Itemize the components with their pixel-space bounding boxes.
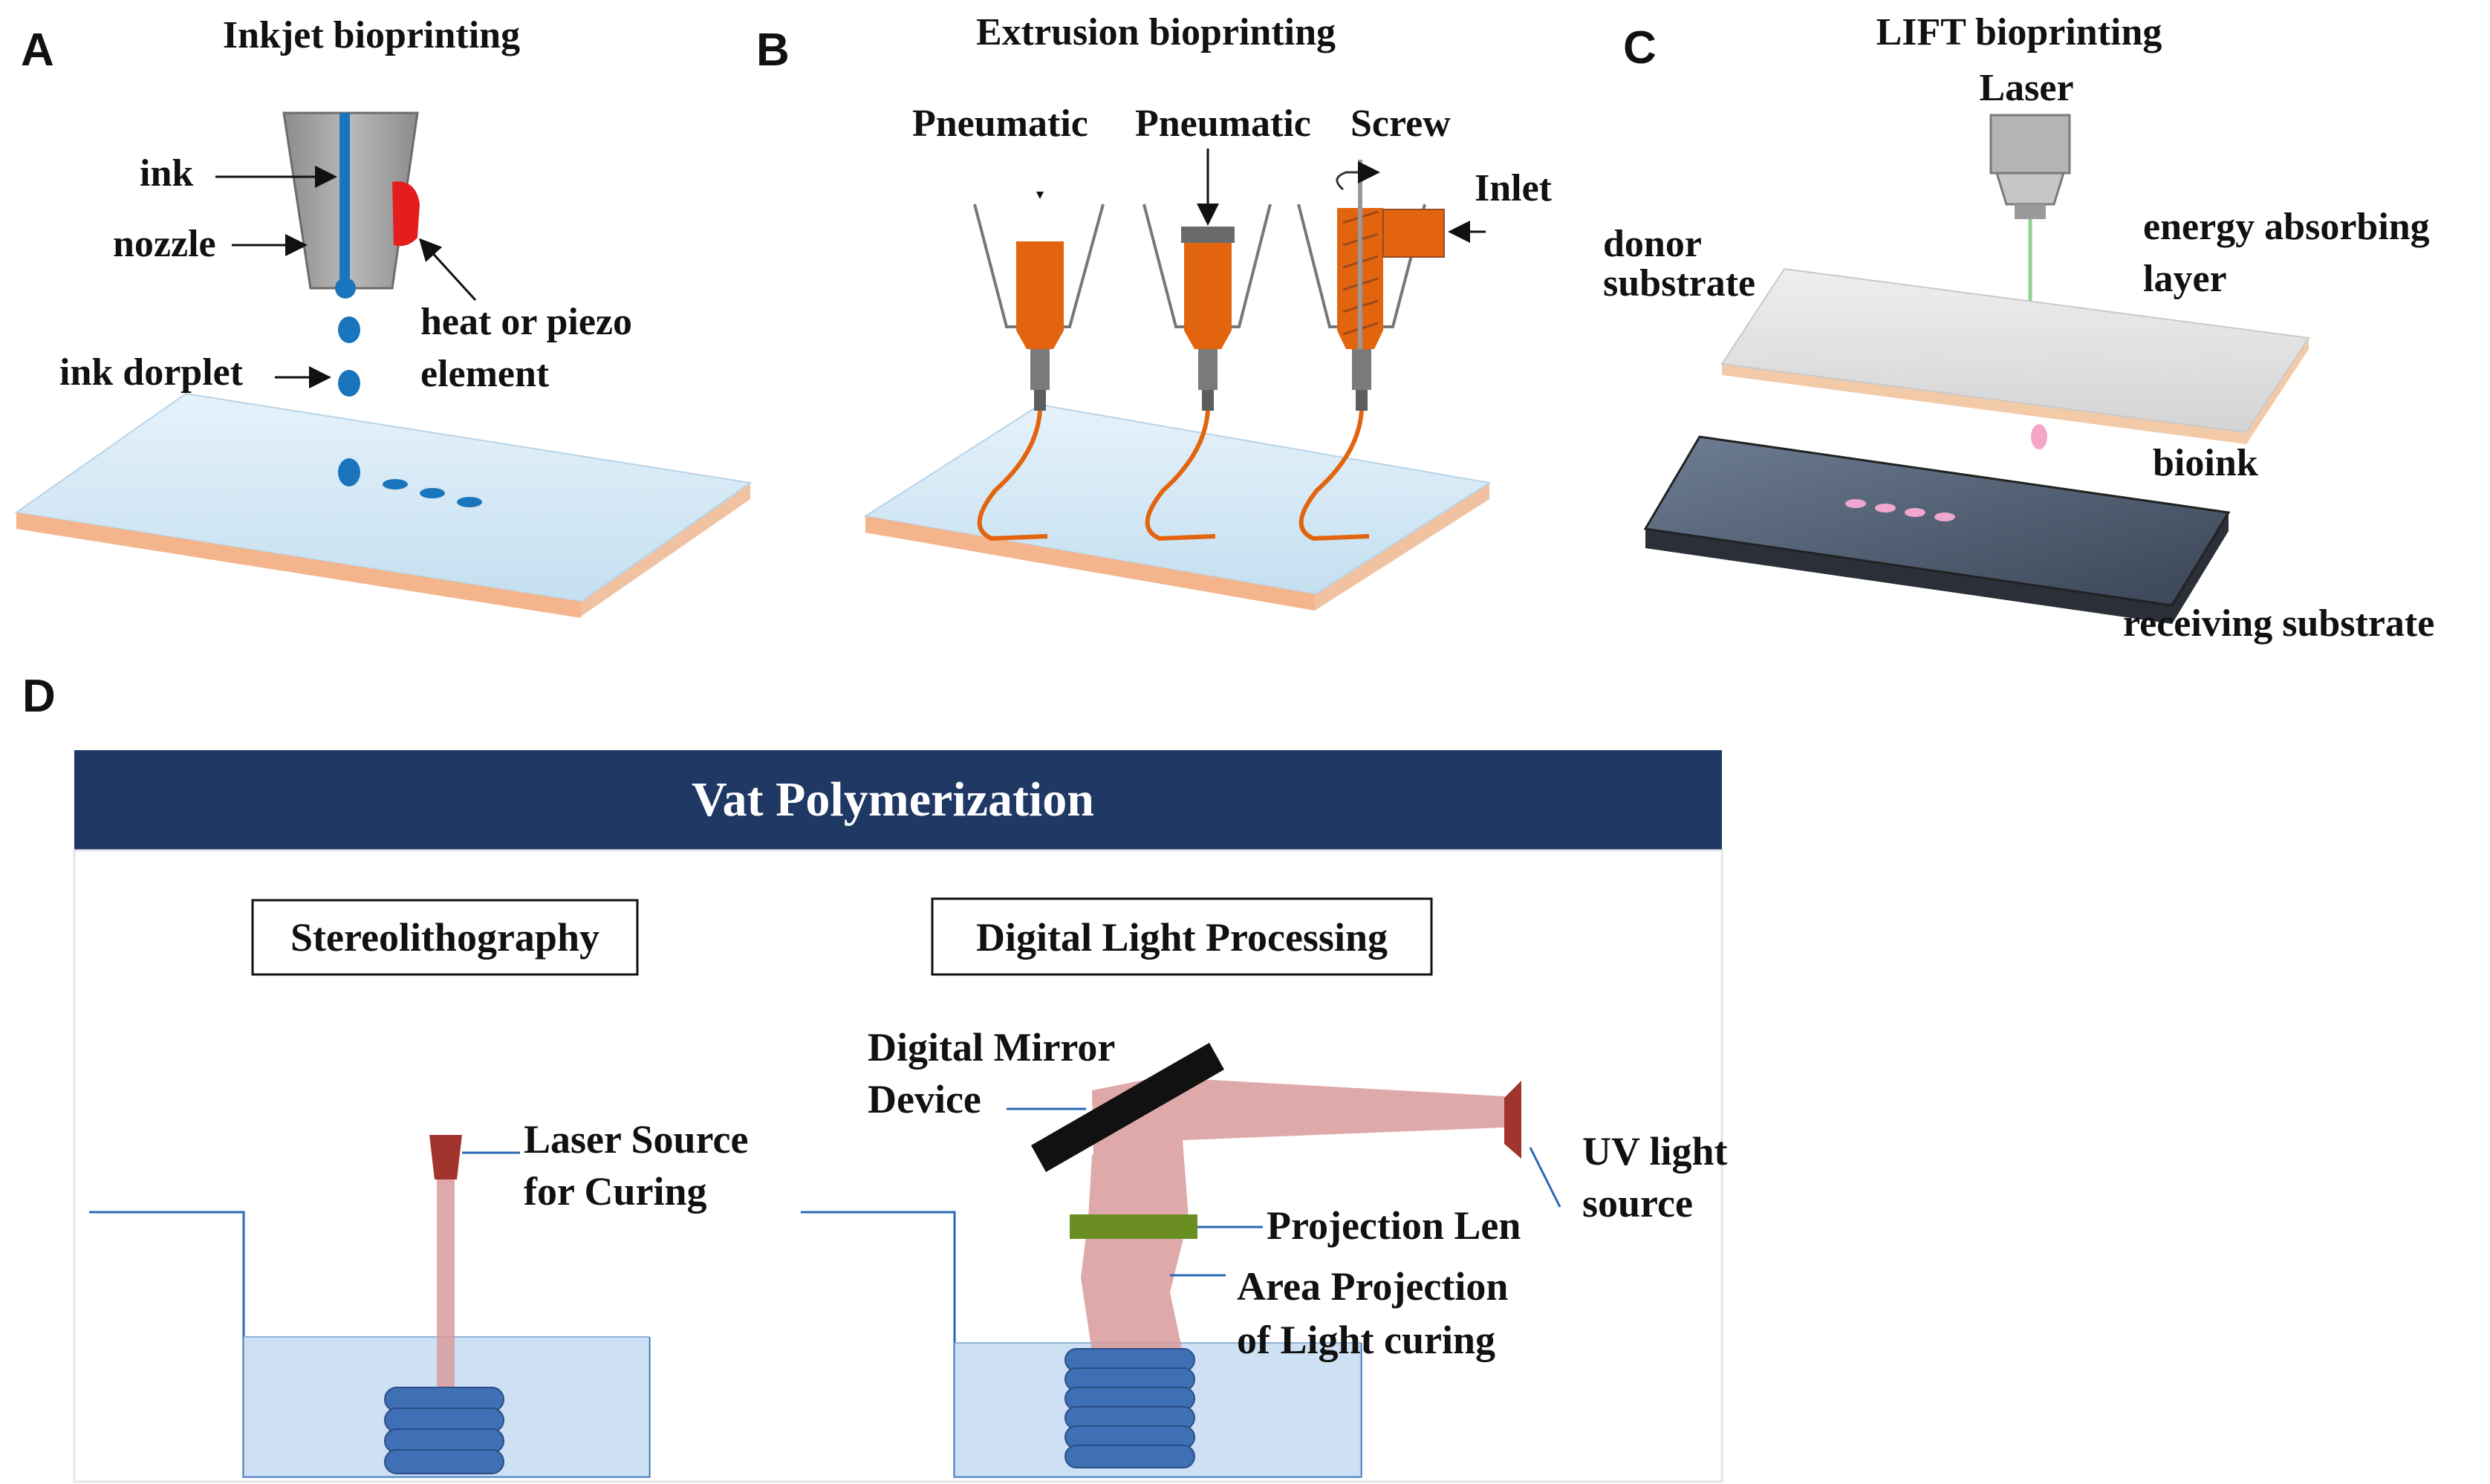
receiving-substrate (1643, 435, 2231, 624)
panel-c-letter: C (1623, 22, 1657, 74)
bioink-droplet (2031, 424, 2047, 449)
label-ink: ink (140, 152, 193, 195)
extrusion-substrate-plate (863, 403, 1492, 611)
label-donor-1: donor (1603, 223, 1702, 265)
label-ink-droplet: ink dorplet (59, 351, 244, 394)
inkjet-nozzle (282, 111, 420, 290)
ink-droplets (335, 278, 482, 507)
heat-piezo-element (392, 181, 420, 247)
panel-a-letter: A (21, 25, 54, 76)
panel-b-letter: B (756, 25, 790, 76)
label-energy-1: energy absorbing (2143, 206, 2430, 248)
panel-d-vat: D Vat Polymerization Stereolithography L… (22, 671, 1728, 1483)
projection-lens (1070, 1214, 1197, 1239)
vat-banner (74, 750, 1722, 850)
label-inlet: Inlet (1475, 167, 1553, 209)
panel-b-title: Extrusion bioprinting (976, 11, 1336, 53)
label-bioink: bioink (2153, 442, 2258, 484)
pneumatic-syringe-1 (973, 192, 1105, 541)
sla-title: Stereolithography (290, 915, 599, 960)
lens-label: Projection Len (1267, 1203, 1521, 1248)
area-projection-label-2: of Light curing (1237, 1318, 1495, 1362)
donor-substrate (1720, 267, 2310, 449)
area-projection-label-1: Area Projection (1237, 1264, 1508, 1309)
pneumatic-syringe-2 (1142, 149, 1272, 541)
label-nozzle: nozzle (113, 223, 216, 265)
sla-laser-label-1: Laser Source (524, 1117, 748, 1162)
panel-c-lift: C LIFT bioprinting Laser d (1603, 11, 2434, 645)
label-laser: Laser (1979, 67, 2073, 109)
dmd-label-1: Digital Mirror (868, 1025, 1115, 1070)
panel-c-title: LIFT bioprinting (1876, 11, 2162, 53)
lift-laser-head (1989, 114, 2071, 323)
sla-printed-coil (384, 1387, 504, 1474)
sla-laser-label-2: for Curing (524, 1169, 707, 1214)
dmd-label-2: Device (868, 1077, 981, 1122)
panel-a-inkjet: A Inkjet bioprinting ink nozzle (14, 14, 752, 618)
vat-banner-title: Vat Polymerization (692, 772, 1094, 827)
digital-light-processing-section: Digital Light Processing (801, 897, 1728, 1478)
uv-label-2: source (1582, 1181, 1693, 1226)
dlp-printed-coil (1064, 1348, 1195, 1468)
screw-extruder (1297, 160, 1486, 541)
uv-label-1: UV light (1582, 1129, 1728, 1174)
panel-a-title: Inkjet bioprinting (223, 14, 520, 56)
inkjet-substrate-plate (14, 392, 752, 618)
label-receiving: receiving substrate (2123, 602, 2434, 645)
panel-b-extrusion: B Extrusion bioprinting (756, 11, 1553, 611)
label-donor-2: substrate (1603, 262, 1755, 305)
label-energy-2: layer (2143, 258, 2227, 300)
sla-laser-source (429, 1135, 462, 1179)
panel-d-letter: D (22, 671, 56, 722)
label-pneumatic-2: Pneumatic (1135, 102, 1311, 145)
dlp-title: Digital Light Processing (976, 915, 1388, 960)
stereolithography-section: Stereolithography Laser Source for Curin… (89, 899, 748, 1478)
label-heat-piezo-1: heat or piezo (420, 301, 632, 343)
uv-light-source (1504, 1081, 1521, 1159)
label-heat-piezo-2: element (420, 353, 550, 395)
label-screw: Screw (1350, 102, 1451, 145)
digital-mirror-device (1031, 1043, 1224, 1172)
label-pneumatic-1: Pneumatic (912, 102, 1088, 145)
